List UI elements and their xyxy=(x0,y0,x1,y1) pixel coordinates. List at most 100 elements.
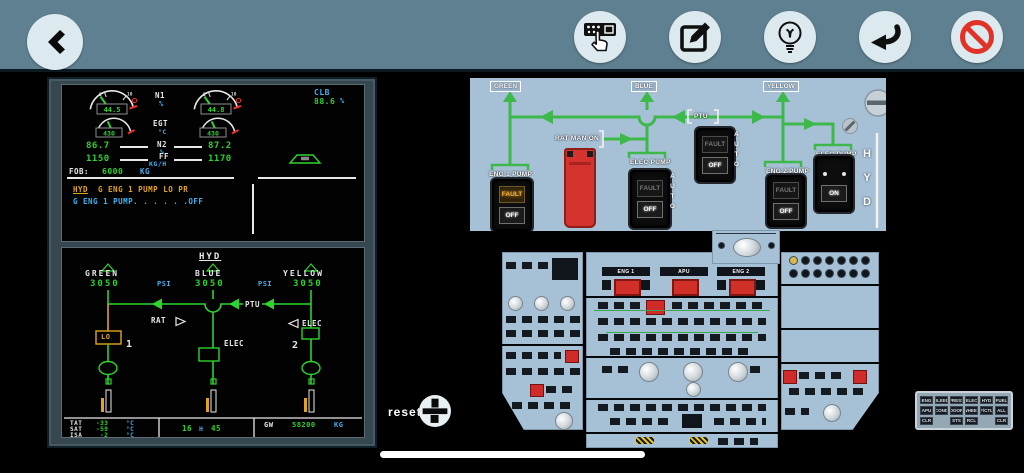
overhead-panel-map[interactable]: ENG 1 APU ENG 2 xyxy=(497,230,887,448)
ecp-wheel-button[interactable]: WHEEL xyxy=(965,406,978,415)
elec-pump-blue-label: ELEC PUMP xyxy=(630,158,671,166)
hyd-panel-title-vertical: HYD xyxy=(861,148,873,220)
flaps-indicator xyxy=(288,154,322,164)
overhead-right-column xyxy=(781,252,879,430)
svg-text:44.8: 44.8 xyxy=(208,106,225,114)
ecp-eng-button[interactable]: ENG xyxy=(920,396,933,405)
ecp-press-button[interactable]: PRESS xyxy=(950,396,963,405)
apu-slot xyxy=(682,414,702,428)
rotary-knob xyxy=(728,362,748,382)
yellow-system-name: YELLOW xyxy=(283,269,324,278)
blue-elec-pump-pushbutton[interactable]: FAULT OFF xyxy=(630,170,670,228)
red-guard-button xyxy=(783,370,797,384)
button-row xyxy=(602,366,632,373)
button-row xyxy=(598,404,766,411)
button-row xyxy=(506,262,550,269)
n2-label: N2 xyxy=(157,140,168,149)
interactive-panel-button[interactable] xyxy=(574,11,626,63)
deg-unit: °C xyxy=(126,419,135,427)
ecp-fuel-button[interactable]: FUEL xyxy=(995,396,1008,405)
disable-button[interactable] xyxy=(951,11,1003,63)
indicator-light xyxy=(825,256,834,265)
edit-icon xyxy=(680,22,710,52)
svg-text:10: 10 xyxy=(231,92,237,98)
rotary-knob xyxy=(639,362,659,382)
ecam-control-panel: ENG BLEED PRESS ELEC HYD FUEL APU COND D… xyxy=(915,391,1013,430)
rat-man-on-switch[interactable] xyxy=(564,148,596,228)
ecp-sts-button[interactable]: STS xyxy=(950,416,963,425)
red-guard-button xyxy=(565,350,579,363)
ptu-fault-light: FAULT xyxy=(702,136,728,153)
sd-page-title: HYD xyxy=(199,252,222,262)
switch-screw xyxy=(567,151,573,157)
eng1-off-light: OFF xyxy=(499,207,525,224)
striped-handle xyxy=(690,437,708,444)
ff-unit: KG/H xyxy=(149,160,167,168)
ff-eng2: 1170 xyxy=(208,154,232,164)
yellow-elec-pump-pushbutton[interactable]: ON xyxy=(815,156,853,212)
blue-elec-fault-light: FAULT xyxy=(637,180,663,197)
ff-label: FF xyxy=(159,152,170,161)
fire-test-button xyxy=(641,280,650,290)
ecp-fctl-button[interactable]: F/CTL xyxy=(980,406,993,415)
ptu-auto-label: AUTO xyxy=(733,131,740,171)
prohibition-icon xyxy=(960,20,994,54)
eng2-pump-label: ENG 2 PUMP xyxy=(766,167,810,175)
back-button[interactable] xyxy=(27,14,83,70)
ecp-bleed-button[interactable]: BLEED xyxy=(935,396,948,405)
blue-system-name: BLUE xyxy=(195,269,223,278)
eng2-pump-pushbutton[interactable]: FAULT OFF xyxy=(767,175,805,227)
indicator-light xyxy=(837,269,846,278)
n2-eng1: 86.7 xyxy=(86,141,110,151)
panel-divider xyxy=(586,356,778,358)
eng1-pump-pushbutton[interactable]: FAULT OFF xyxy=(492,179,532,231)
thrust-mode: CLB xyxy=(314,88,330,97)
hint-button[interactable] xyxy=(764,11,816,63)
memo-right-separator xyxy=(258,177,356,179)
switch-ridge xyxy=(569,162,591,165)
home-indicator[interactable] xyxy=(380,451,645,458)
ecp-clr-left-button[interactable]: CLR xyxy=(920,416,933,425)
rotary-knob xyxy=(508,296,523,311)
apu-fire-header: APU xyxy=(660,267,708,276)
yellow-pressure: 3050 xyxy=(293,279,323,289)
back-chevron-icon xyxy=(48,30,65,54)
eng1-pump-label: ENG 1 PUMP xyxy=(489,170,533,178)
button-row xyxy=(672,302,766,309)
button-row xyxy=(512,402,576,409)
indicator-light xyxy=(849,256,858,265)
panel-divider xyxy=(781,328,879,330)
indicator-light xyxy=(718,242,725,249)
ecp-door-button[interactable]: DOOR xyxy=(950,406,963,415)
ecp-hyd-button[interactable]: HYD xyxy=(980,396,993,405)
gw-value: 58200 xyxy=(292,421,316,429)
eng1-fire-button xyxy=(614,279,641,296)
ecp-cond-button[interactable]: COND xyxy=(935,406,948,415)
eng2-off-light: OFF xyxy=(773,203,799,220)
sat-label: SAT xyxy=(70,425,83,433)
thrust-unit: % xyxy=(340,97,345,105)
n2-unit: % xyxy=(160,148,165,156)
engine1-number: 1 xyxy=(126,339,133,350)
green-system-name: GREEN xyxy=(85,269,120,278)
ecp-all-button[interactable]: ALL xyxy=(995,406,1008,415)
eng2-fault-light: FAULT xyxy=(773,182,799,199)
ecp-elec-button[interactable]: ELEC xyxy=(965,396,978,405)
edit-button[interactable] xyxy=(669,11,721,63)
indicator-light xyxy=(825,269,834,278)
ecp-apu-button[interactable]: APU xyxy=(920,406,933,415)
n1-label: N1 xyxy=(155,91,166,100)
ecp-clr-right-button[interactable]: CLR xyxy=(995,416,1008,425)
ecp-blank-cell xyxy=(980,417,993,425)
eng1-fire-header: ENG 1 xyxy=(602,267,650,276)
engine2-number: 2 xyxy=(292,340,299,351)
top-toolbar xyxy=(0,0,1024,72)
reset-button[interactable] xyxy=(419,395,451,427)
ptu-off-light: OFF xyxy=(702,157,728,174)
time-minutes: 45 xyxy=(211,424,222,433)
undo-button[interactable] xyxy=(859,11,911,63)
ptu-pushbutton[interactable]: FAULT OFF xyxy=(696,128,734,182)
fob-unit: KG xyxy=(140,167,151,176)
ecp-rcl-button[interactable]: RCL xyxy=(965,416,978,425)
